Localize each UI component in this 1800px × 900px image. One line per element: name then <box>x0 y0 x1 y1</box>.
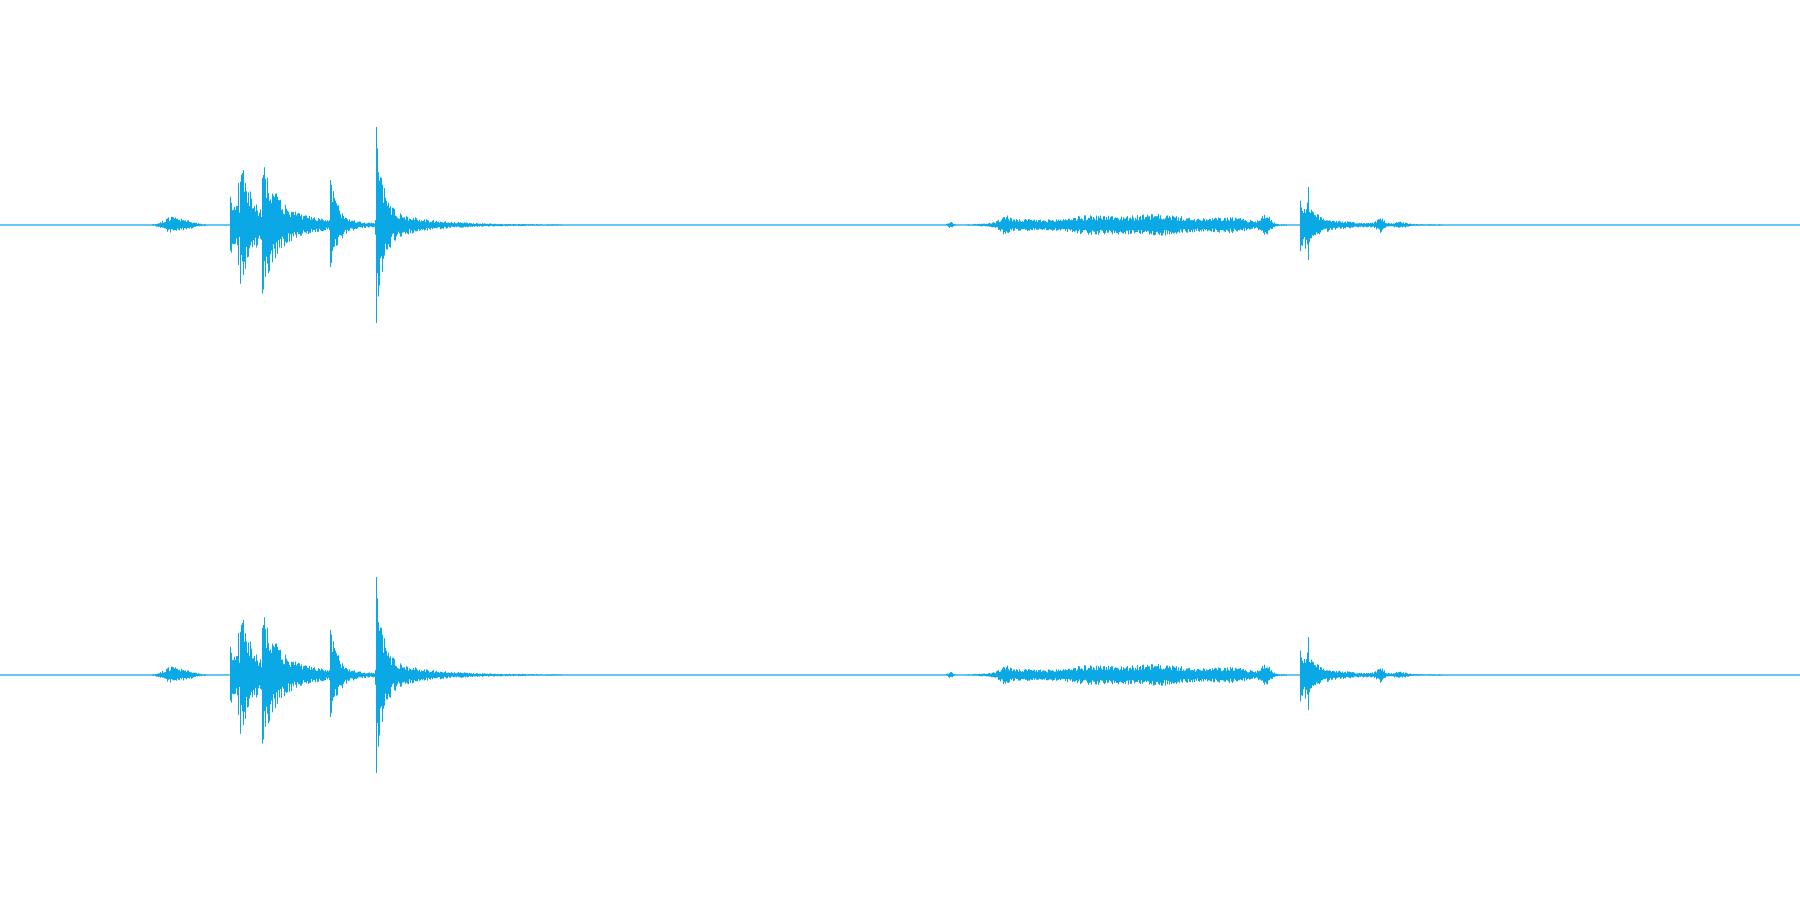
waveform-signal <box>152 127 1442 323</box>
waveform-signal <box>152 577 1442 773</box>
waveform-channel-upper <box>0 127 1800 323</box>
waveform-channel-lower <box>0 577 1800 773</box>
